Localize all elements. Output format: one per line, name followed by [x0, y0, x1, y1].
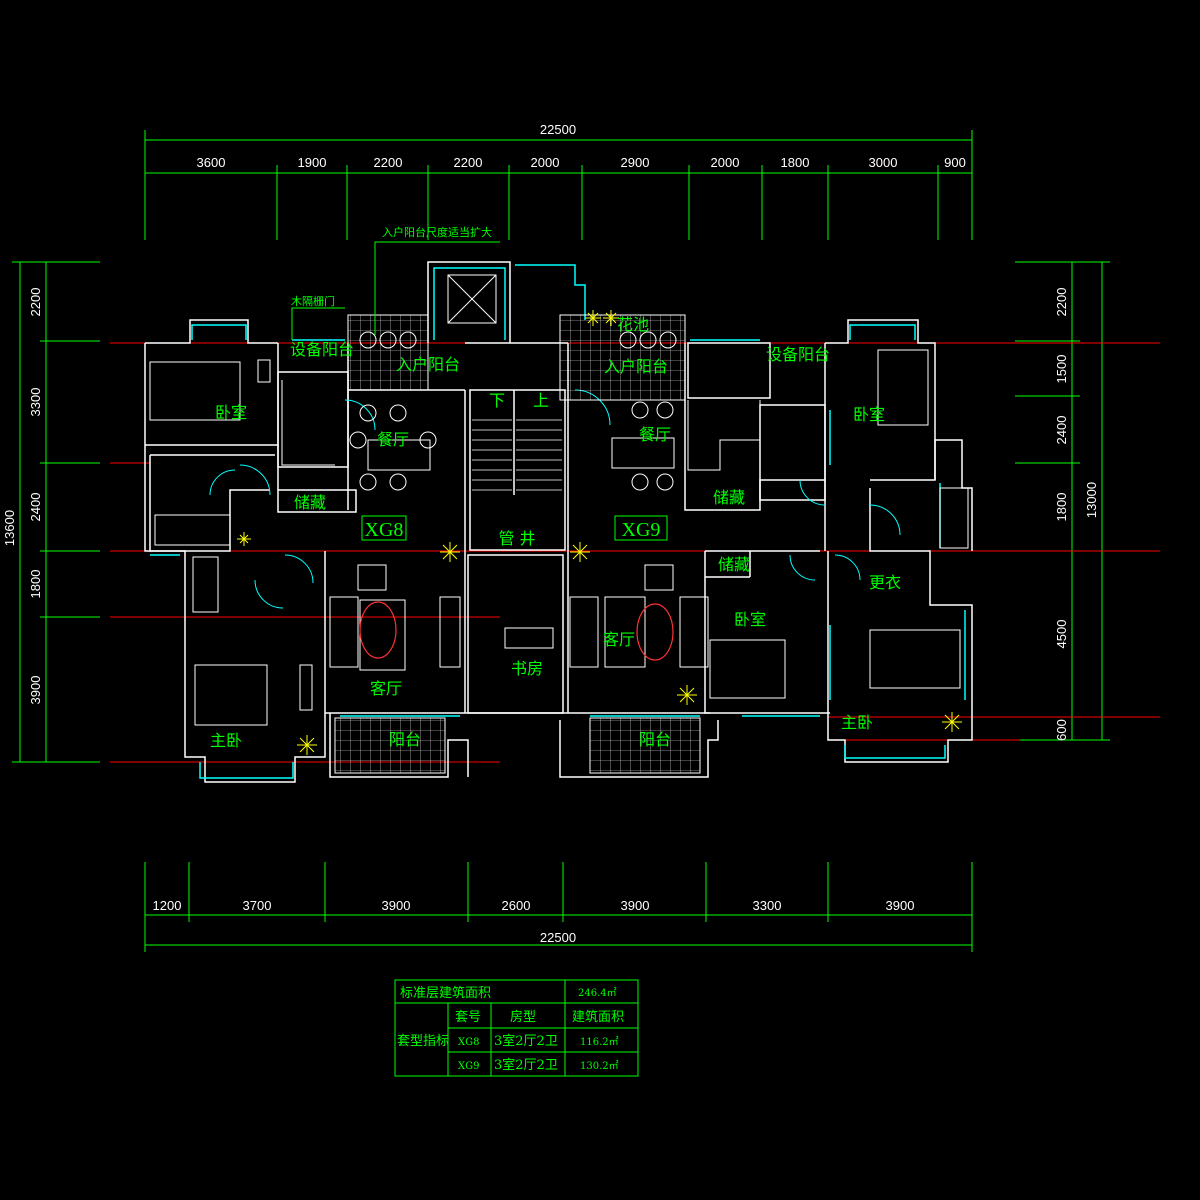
room-entry-balcony-right: 入户阳台 — [604, 357, 668, 376]
bottom-segment-labels: 1200 3700 3900 2600 3900 3300 3900 — [153, 898, 915, 913]
bottom-dim-5: 3900 — [621, 898, 650, 913]
bottom-dim-2: 3700 — [243, 898, 272, 913]
top-dimension-chain — [144, 130, 973, 240]
elevator-cross — [447, 274, 497, 324]
table-row-header: 套型指标 — [397, 1033, 449, 1049]
table-row1-unit: XG8 — [458, 1037, 479, 1048]
room-master-right: 主卧 — [841, 713, 873, 732]
unit-tags: XG8 XG9 — [361, 515, 668, 541]
bottom-dim-3: 3900 — [382, 898, 411, 913]
top-dim-2: 1900 — [298, 155, 327, 170]
table-col-type: 房型 — [510, 1009, 536, 1025]
table-col-unit: 套号 — [455, 1009, 481, 1025]
left-dim-4: 1800 — [28, 570, 43, 599]
bottom-total-dimension: 22500 — [540, 930, 576, 945]
room-entry-balcony-left: 入户阳台 — [396, 355, 460, 374]
right-dim-1: 2200 — [1054, 288, 1069, 317]
top-dim-1: 3600 — [197, 155, 226, 170]
plants — [237, 310, 962, 755]
left-total-dimension: 13600 — [2, 510, 17, 546]
top-dim-6: 2900 — [621, 155, 650, 170]
room-flower-pond: 花池 — [617, 315, 649, 334]
right-dim-2: 1500 — [1054, 355, 1069, 384]
right-total-dimension: 13000 — [1084, 482, 1099, 518]
room-storage-right-top: 储藏 — [713, 488, 745, 507]
entry-balcony-note: 入户阳台尺度适当扩大 — [382, 225, 492, 239]
unit-tag-right: XG9 — [622, 519, 661, 541]
table-row2-unit: XG9 — [458, 1061, 479, 1072]
stair-treads — [472, 419, 562, 491]
area-table — [394, 979, 639, 1077]
wall-lines — [144, 261, 973, 783]
room-dining-left: 餐厅 — [377, 430, 409, 449]
top-dim-5: 2000 — [531, 155, 560, 170]
room-shaft: 管 井 — [498, 529, 535, 548]
bottom-dim-7: 3900 — [886, 898, 915, 913]
window-lines — [150, 264, 966, 779]
room-living-right: 客厅 — [603, 630, 635, 649]
table-row2-type: 3室2厅2卫 — [494, 1057, 558, 1073]
room-dressing: 更衣 — [869, 573, 901, 592]
room-living-left: 客厅 — [370, 679, 402, 698]
room-up: 上 — [533, 391, 549, 410]
furniture — [149, 349, 969, 726]
top-segment-labels: 3600 1900 2200 2200 2000 2900 2000 1800 … — [197, 155, 966, 170]
left-dimension-chain — [12, 261, 100, 763]
bottom-dim-1: 1200 — [153, 898, 182, 913]
room-storage-right-mid: 储藏 — [718, 555, 750, 574]
left-dim-1: 2200 — [28, 288, 43, 317]
right-dim-4: 1800 — [1054, 493, 1069, 522]
bottom-dim-6: 3300 — [753, 898, 782, 913]
table-total-area: 246.4㎡ — [578, 987, 617, 999]
tiled-balconies — [334, 314, 701, 774]
right-segment-labels: 2200 1500 2400 1800 4500 600 — [1054, 288, 1069, 741]
top-dim-10: 900 — [944, 155, 966, 170]
left-dim-2: 3300 — [28, 388, 43, 417]
note-leaders — [291, 241, 500, 340]
bottom-dimension-chain — [144, 862, 973, 952]
table-row1-type: 3室2厅2卫 — [494, 1033, 558, 1049]
table-title: 标准层建筑面积 — [400, 985, 491, 1001]
room-down: 下 — [489, 391, 505, 410]
top-dim-7: 2000 — [711, 155, 740, 170]
room-balcony-right: 阳台 — [639, 730, 671, 749]
room-study: 书房 — [511, 659, 543, 678]
bottom-dim-4: 2600 — [502, 898, 531, 913]
table-row2-area: 130.2㎡ — [580, 1060, 619, 1072]
table-row1-area: 116.2㎡ — [580, 1036, 619, 1048]
room-storage-left: 储藏 — [294, 493, 326, 512]
left-segment-labels: 2200 3300 2400 1800 3900 — [28, 288, 43, 705]
room-equipment-balcony-left: 设备阳台 — [290, 340, 354, 359]
room-bedroom-right-top: 卧室 — [853, 405, 885, 424]
right-dim-3: 2400 — [1054, 416, 1069, 445]
top-dim-8: 1800 — [781, 155, 810, 170]
top-dim-3: 2200 — [374, 155, 403, 170]
room-bedroom-left: 卧室 — [215, 403, 247, 422]
flower-pots — [359, 331, 677, 349]
room-equipment-balcony-right: 设备阳台 — [766, 345, 830, 364]
room-dining-right: 餐厅 — [639, 425, 671, 444]
room-bedroom-right-mid: 卧室 — [734, 610, 766, 629]
room-labels: 卧室 设备阳台 入户阳台 餐厅 储藏 下 上 管 井 客厅 书房 主卧 阳台 花… — [210, 315, 901, 750]
right-dim-5: 4500 — [1054, 620, 1069, 649]
top-dim-9: 3000 — [869, 155, 898, 170]
room-balcony-left: 阳台 — [389, 730, 421, 749]
unit-tag-left: XG8 — [365, 519, 404, 541]
room-master-left: 主卧 — [210, 731, 242, 750]
left-dim-3: 2400 — [28, 493, 43, 522]
top-dim-4: 2200 — [454, 155, 483, 170]
wood-fence-door-note: 木隔栅门 — [291, 294, 335, 308]
table-col-area: 建筑面积 — [572, 1009, 624, 1025]
rugs — [359, 601, 674, 661]
right-dim-6: 600 — [1054, 719, 1069, 741]
left-dim-5: 3900 — [28, 676, 43, 705]
top-total-dimension: 22500 — [540, 122, 576, 137]
